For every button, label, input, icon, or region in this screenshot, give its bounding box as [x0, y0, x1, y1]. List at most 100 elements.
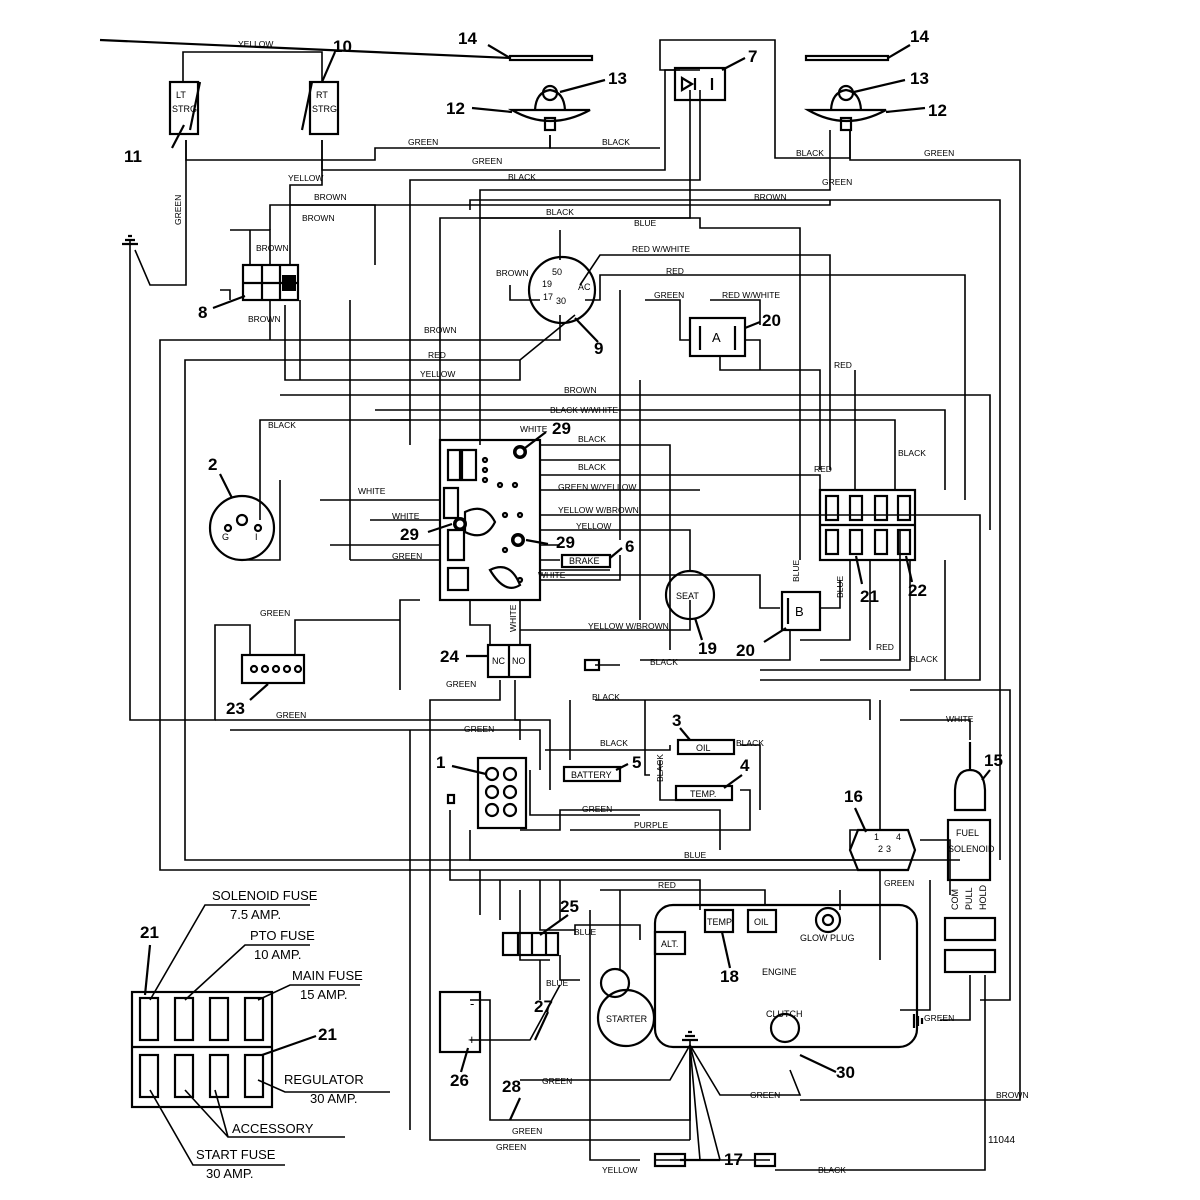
gauge-terminal-label: G: [222, 532, 229, 542]
callout-29: 29: [552, 419, 571, 438]
solenoid-fuse-label: SOLENOID FUSE: [212, 888, 318, 903]
battery-switch: BATTERY: [562, 765, 622, 783]
wire-label: WHITE: [392, 511, 420, 521]
wire-label: BLACK: [818, 1165, 846, 1175]
callout-19: 19: [698, 639, 717, 658]
callout-18: 18: [720, 967, 739, 986]
wire-label: BLUE: [835, 575, 845, 598]
wire-label: BLUE: [634, 218, 657, 228]
wire-label: GREEN: [822, 177, 852, 187]
wire-label: BLACK: [600, 738, 628, 748]
nc-label: NC: [492, 656, 505, 666]
wire-label: BLACK: [898, 448, 926, 458]
wire-label: BLACK: [602, 137, 630, 147]
wire-label: BROWN: [314, 192, 347, 202]
control-module-block: [438, 438, 542, 602]
wires: [129, 39, 1021, 1171]
relay-a: A: [688, 316, 747, 358]
wire-label: YELLOW W/BROWN: [558, 505, 639, 515]
callout-20-lower: 20: [736, 641, 755, 660]
callout-16: 16: [844, 787, 863, 806]
wire-label: BLUE: [684, 850, 707, 860]
wire-label: YELLOW W/BROWN: [588, 621, 669, 631]
callout-14: 14: [458, 29, 477, 48]
wire-label: GREEN: [408, 137, 438, 147]
timer-pin-label: 3: [886, 844, 891, 854]
wire-label: GREEN: [750, 1090, 780, 1100]
callout-22: 22: [908, 581, 927, 600]
fuel-label: FUEL: [956, 828, 979, 838]
temp-switch-label: TEMP.: [690, 789, 716, 799]
wire-label: BLUE: [546, 978, 569, 988]
connector-23: [240, 653, 306, 685]
lt-steering-light: LT STRG: [168, 80, 202, 136]
diode-module: [673, 66, 727, 102]
wire-label: BLUE: [791, 559, 801, 582]
wire-label: RED: [658, 880, 676, 890]
wire-label: BROWN: [564, 385, 597, 395]
fuse-relay-block: [818, 488, 917, 562]
oil-switch-label: OIL: [696, 743, 711, 753]
wire-label: YELLOW: [576, 521, 611, 531]
wire-label: GREEN: [496, 1142, 526, 1152]
wire-label: GREEN: [472, 156, 502, 166]
callout-8: 8: [198, 303, 207, 322]
wire-label: RED: [428, 350, 446, 360]
wire-label: GREEN: [512, 1126, 542, 1136]
callout-27: 27: [534, 997, 553, 1016]
callout-9: 9: [594, 339, 603, 358]
callout-13: 13: [608, 69, 627, 88]
wire-label: YELLOW: [602, 1165, 637, 1175]
seat-switch: SEAT: [664, 569, 716, 621]
wire-label: GREEN: [446, 679, 476, 689]
wire-label: BROWN: [996, 1090, 1029, 1100]
wire-label: WHITE: [508, 604, 518, 632]
solenoid-label: SOLENOID: [948, 844, 995, 854]
key-terminal-label: 17: [543, 292, 553, 302]
headlight-right: [803, 84, 887, 132]
solenoid-fuse-amp: 7.5 AMP.: [230, 907, 281, 922]
timer-pin-label: 2: [878, 844, 883, 854]
oil-pressure-switch: OIL: [676, 738, 736, 756]
wire-label: BLACK: [268, 420, 296, 430]
callout-10: 10: [333, 37, 352, 56]
wire-label: BLACK: [796, 148, 824, 158]
callout-3: 3: [672, 711, 681, 730]
wire-labels: YELLOW GREEN GREEN BLACK GREEN BLACK GRE…: [173, 39, 1029, 1175]
key-terminal-label: 30: [556, 296, 566, 306]
callout-numbers: 1 2 3 4 5 6 7 8 9 10 11 12 12 13 13 14 1…: [124, 27, 1003, 1169]
wire-label: BLACK W/WHITE: [550, 405, 618, 415]
wire-label: PURPLE: [634, 820, 668, 830]
battery: - +: [438, 990, 482, 1054]
headlight-lens-left: [508, 54, 594, 62]
timer-pin-label: 4: [896, 832, 901, 842]
pto-fuse-label: PTO FUSE: [250, 928, 315, 943]
callout-21-legend: 21: [140, 923, 159, 942]
engine-label: ENGINE: [762, 967, 797, 977]
lt-strg-label: LT: [176, 90, 186, 100]
wire-label: BLACK: [910, 654, 938, 664]
brake-switch: BRAKE: [560, 553, 612, 569]
relay-b-label: B: [795, 604, 804, 619]
wire-label: BLACK: [736, 738, 764, 748]
wire-label: BLACK: [508, 172, 536, 182]
callout-12: 12: [446, 99, 465, 118]
engine-temp-label: TEMP: [707, 917, 732, 927]
wire-label: RED W/WHITE: [722, 290, 780, 300]
rt-strg-label: RT: [316, 90, 328, 100]
headlight-left: [507, 84, 591, 132]
engine: ENGINE TEMP OIL GLOW PLUG ALT. STARTER C…: [596, 903, 919, 1049]
light-connector: [241, 263, 300, 302]
wire-label: YELLOW: [288, 173, 323, 183]
wire-label: BROWN: [302, 213, 335, 223]
fuse-slots-top: [138, 996, 265, 1042]
wire-label: BLACK: [655, 754, 665, 782]
wire-label: RED: [876, 642, 894, 652]
relay-b: B: [780, 590, 822, 632]
wire-label: WHITE: [538, 570, 566, 580]
components: LT STRG RT STRG: [122, 54, 997, 1168]
hold-label: HOLD: [978, 884, 988, 910]
callout-29-left: 29: [400, 525, 419, 544]
diagram-id: 11044: [988, 1135, 1016, 1146]
main-fuse-amp: 15 AMP.: [300, 987, 347, 1002]
